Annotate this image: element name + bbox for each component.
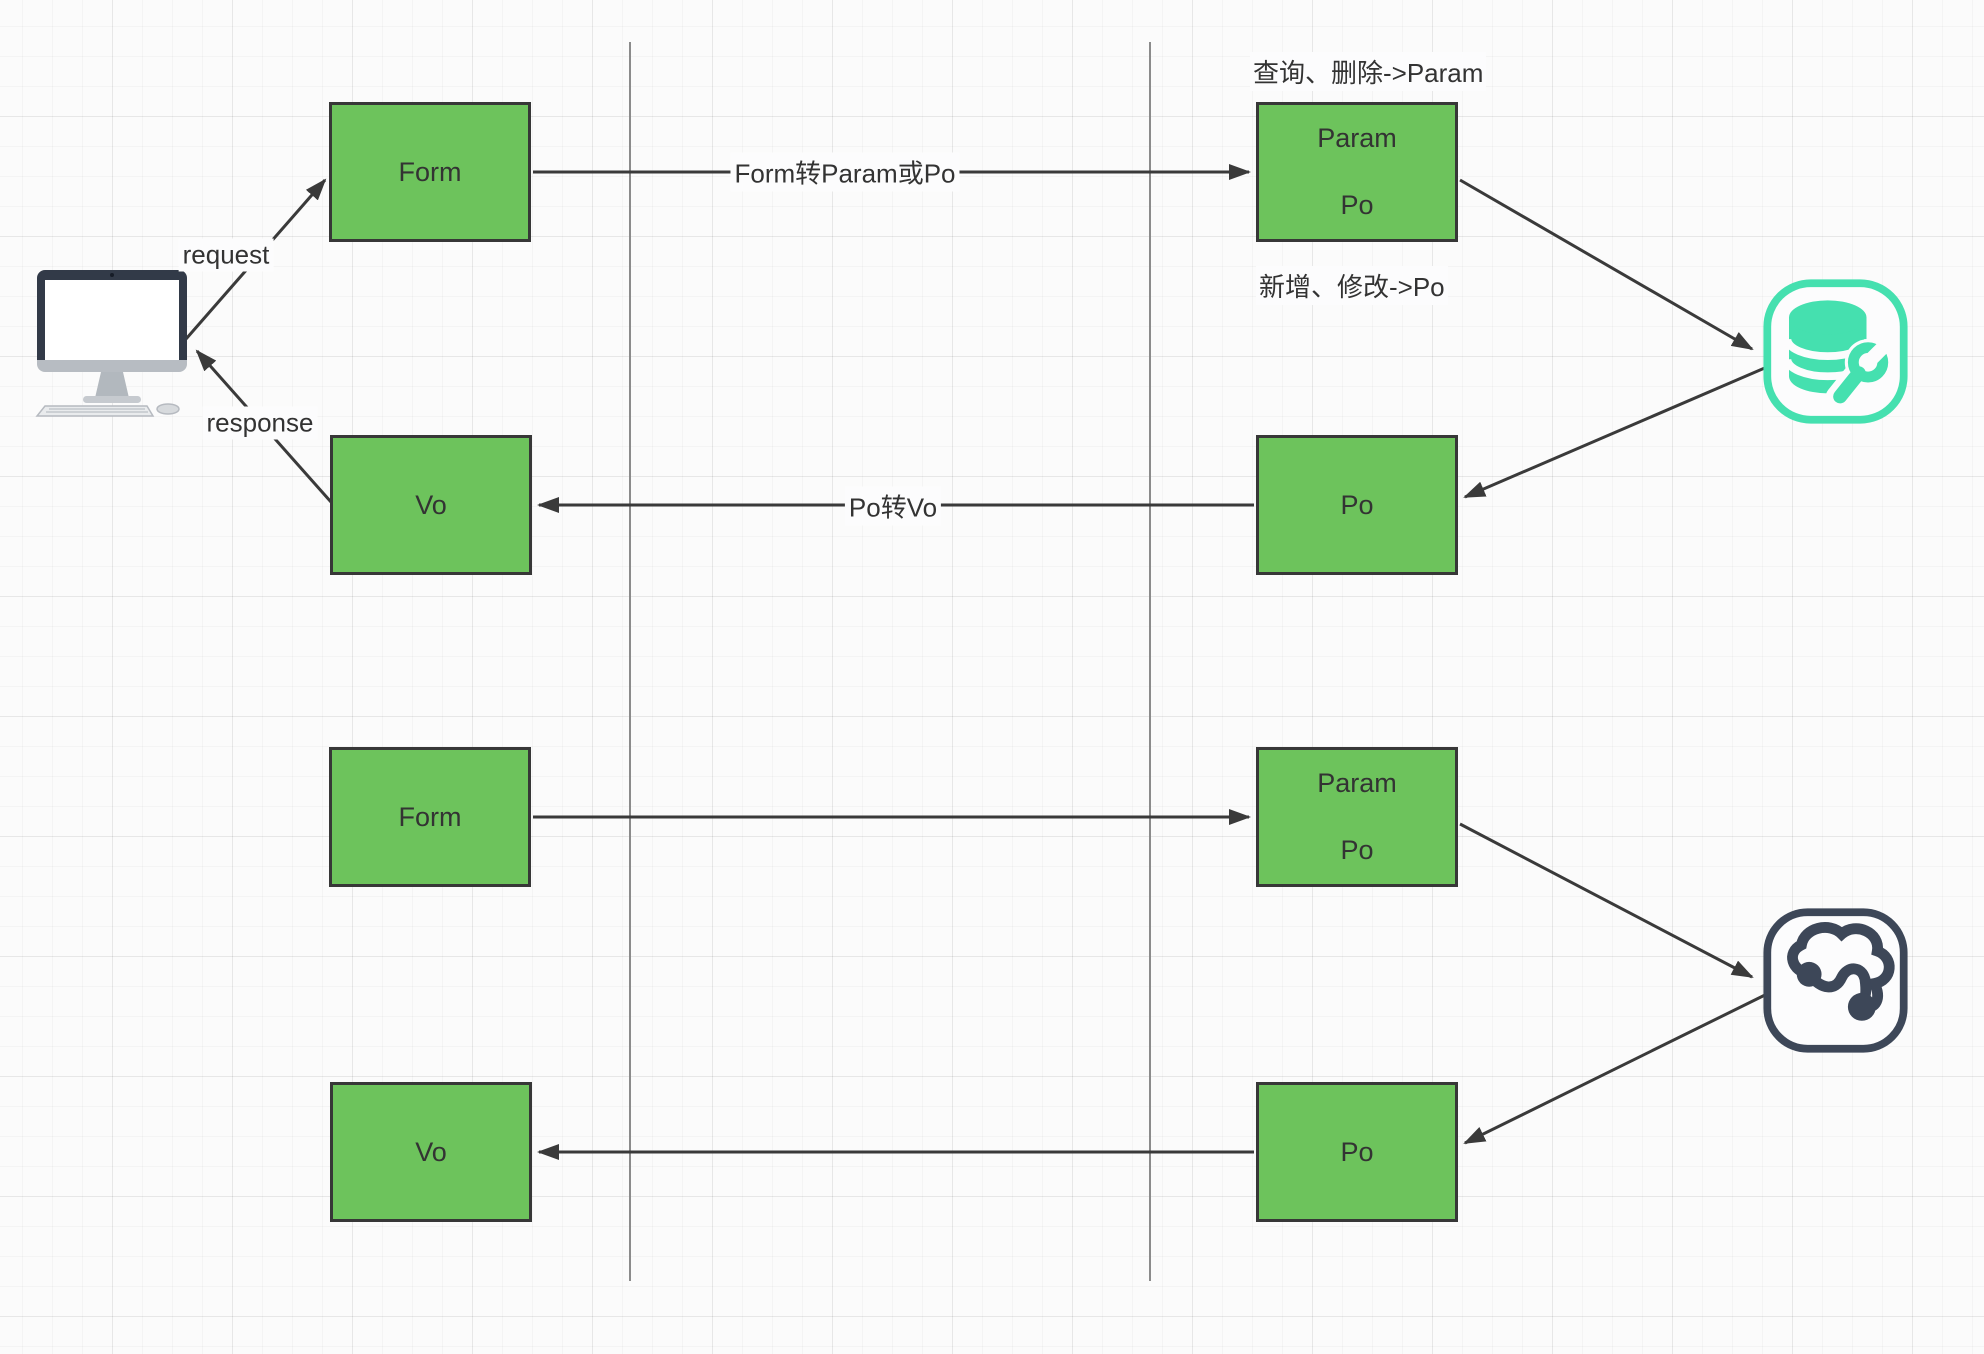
node-label: Form	[398, 156, 462, 187]
lane-separator-left	[629, 42, 631, 1281]
arrow-param-to-cloud	[1459, 822, 1754, 979]
node-vo-top: Vo	[330, 435, 532, 575]
node-label: Vo	[415, 1136, 447, 1167]
node-label: Po	[1340, 489, 1374, 520]
node-param-po-bottom: Param Po	[1256, 747, 1458, 887]
lane-separator-right	[1149, 42, 1151, 1281]
node-form-top: Form	[329, 102, 531, 242]
node-label-po: Po	[1340, 190, 1374, 220]
node-label-param: Param	[1317, 768, 1397, 798]
edge-label-request: request	[178, 238, 274, 272]
arrow-param-to-database	[1459, 178, 1754, 351]
node-label: Form	[398, 801, 462, 832]
node-param-po-top: Param Po	[1256, 102, 1458, 242]
node-form-bottom: Form	[329, 747, 531, 887]
edge-label-response: response	[202, 406, 318, 440]
arrow-cloud-to-po	[1463, 992, 1768, 1145]
node-vo-bottom: Vo	[330, 1082, 532, 1222]
database-wrench-icon	[1758, 274, 1913, 429]
node-label-param: Param	[1317, 123, 1397, 153]
arrow-database-to-po	[1463, 365, 1768, 499]
annotation-create-update: 新增、修改->Po	[1256, 266, 1448, 305]
edge-label-po-convert: Po转Vo	[844, 486, 942, 526]
annotation-query-delete: 查询、删除->Param	[1250, 52, 1487, 91]
computer-icon	[25, 258, 195, 418]
node-label-po: Po	[1340, 835, 1374, 865]
node-label: Po	[1340, 1136, 1374, 1167]
edge-label-form-convert: Form转Param或Po	[730, 152, 960, 192]
node-po-bottom: Po	[1256, 1082, 1458, 1222]
node-label: Vo	[415, 489, 447, 520]
cloud-service-icon	[1758, 903, 1913, 1058]
node-po-top: Po	[1256, 435, 1458, 575]
